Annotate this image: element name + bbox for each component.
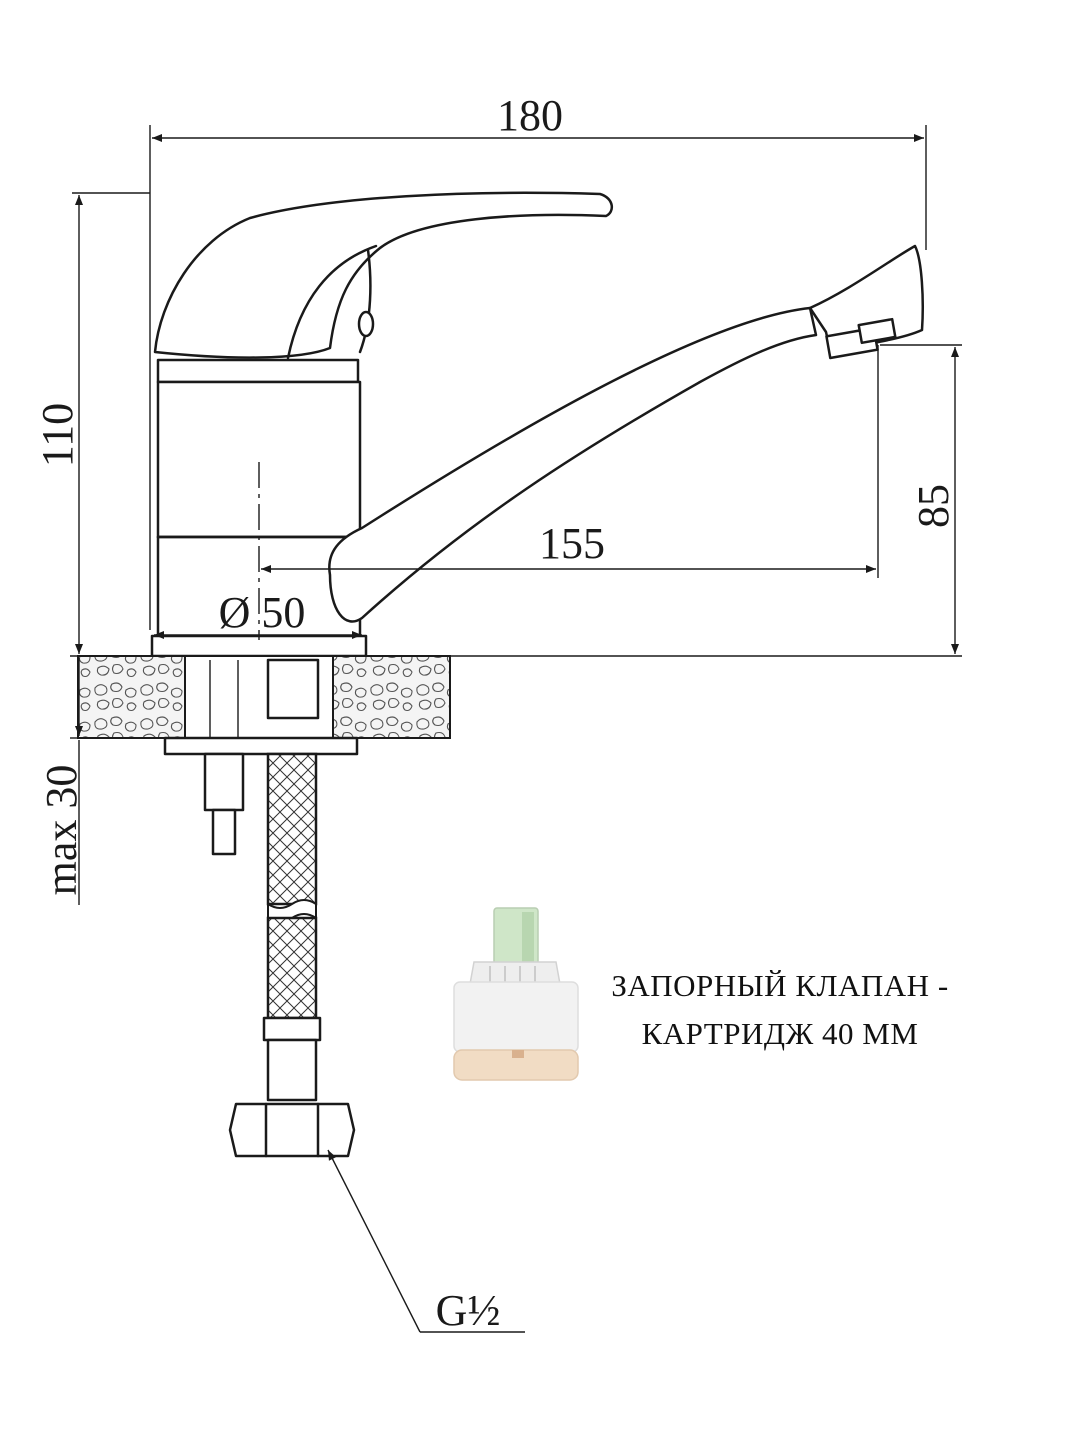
faucet-outline [150,191,924,658]
dim-spout-height: 85 [909,484,958,528]
cartridge-image [453,907,579,1081]
dim-overall-length: 180 [497,91,563,140]
dim-thread: G½ [436,1286,501,1335]
countertop-section [77,655,451,1158]
dimension-lines [70,125,962,1333]
dim-spout-reach: 155 [539,519,605,568]
dim-height: 110 [33,403,82,467]
dim-base-diameter: Ø 50 [219,588,306,637]
cartridge-caption-line1: ЗАПОРНЫЙ КЛАПАН - [611,968,948,1003]
cartridge-caption-line2: КАРТРИДЖ 40 ММ [642,1016,919,1051]
dim-max-thickness: max 30 [37,765,86,896]
